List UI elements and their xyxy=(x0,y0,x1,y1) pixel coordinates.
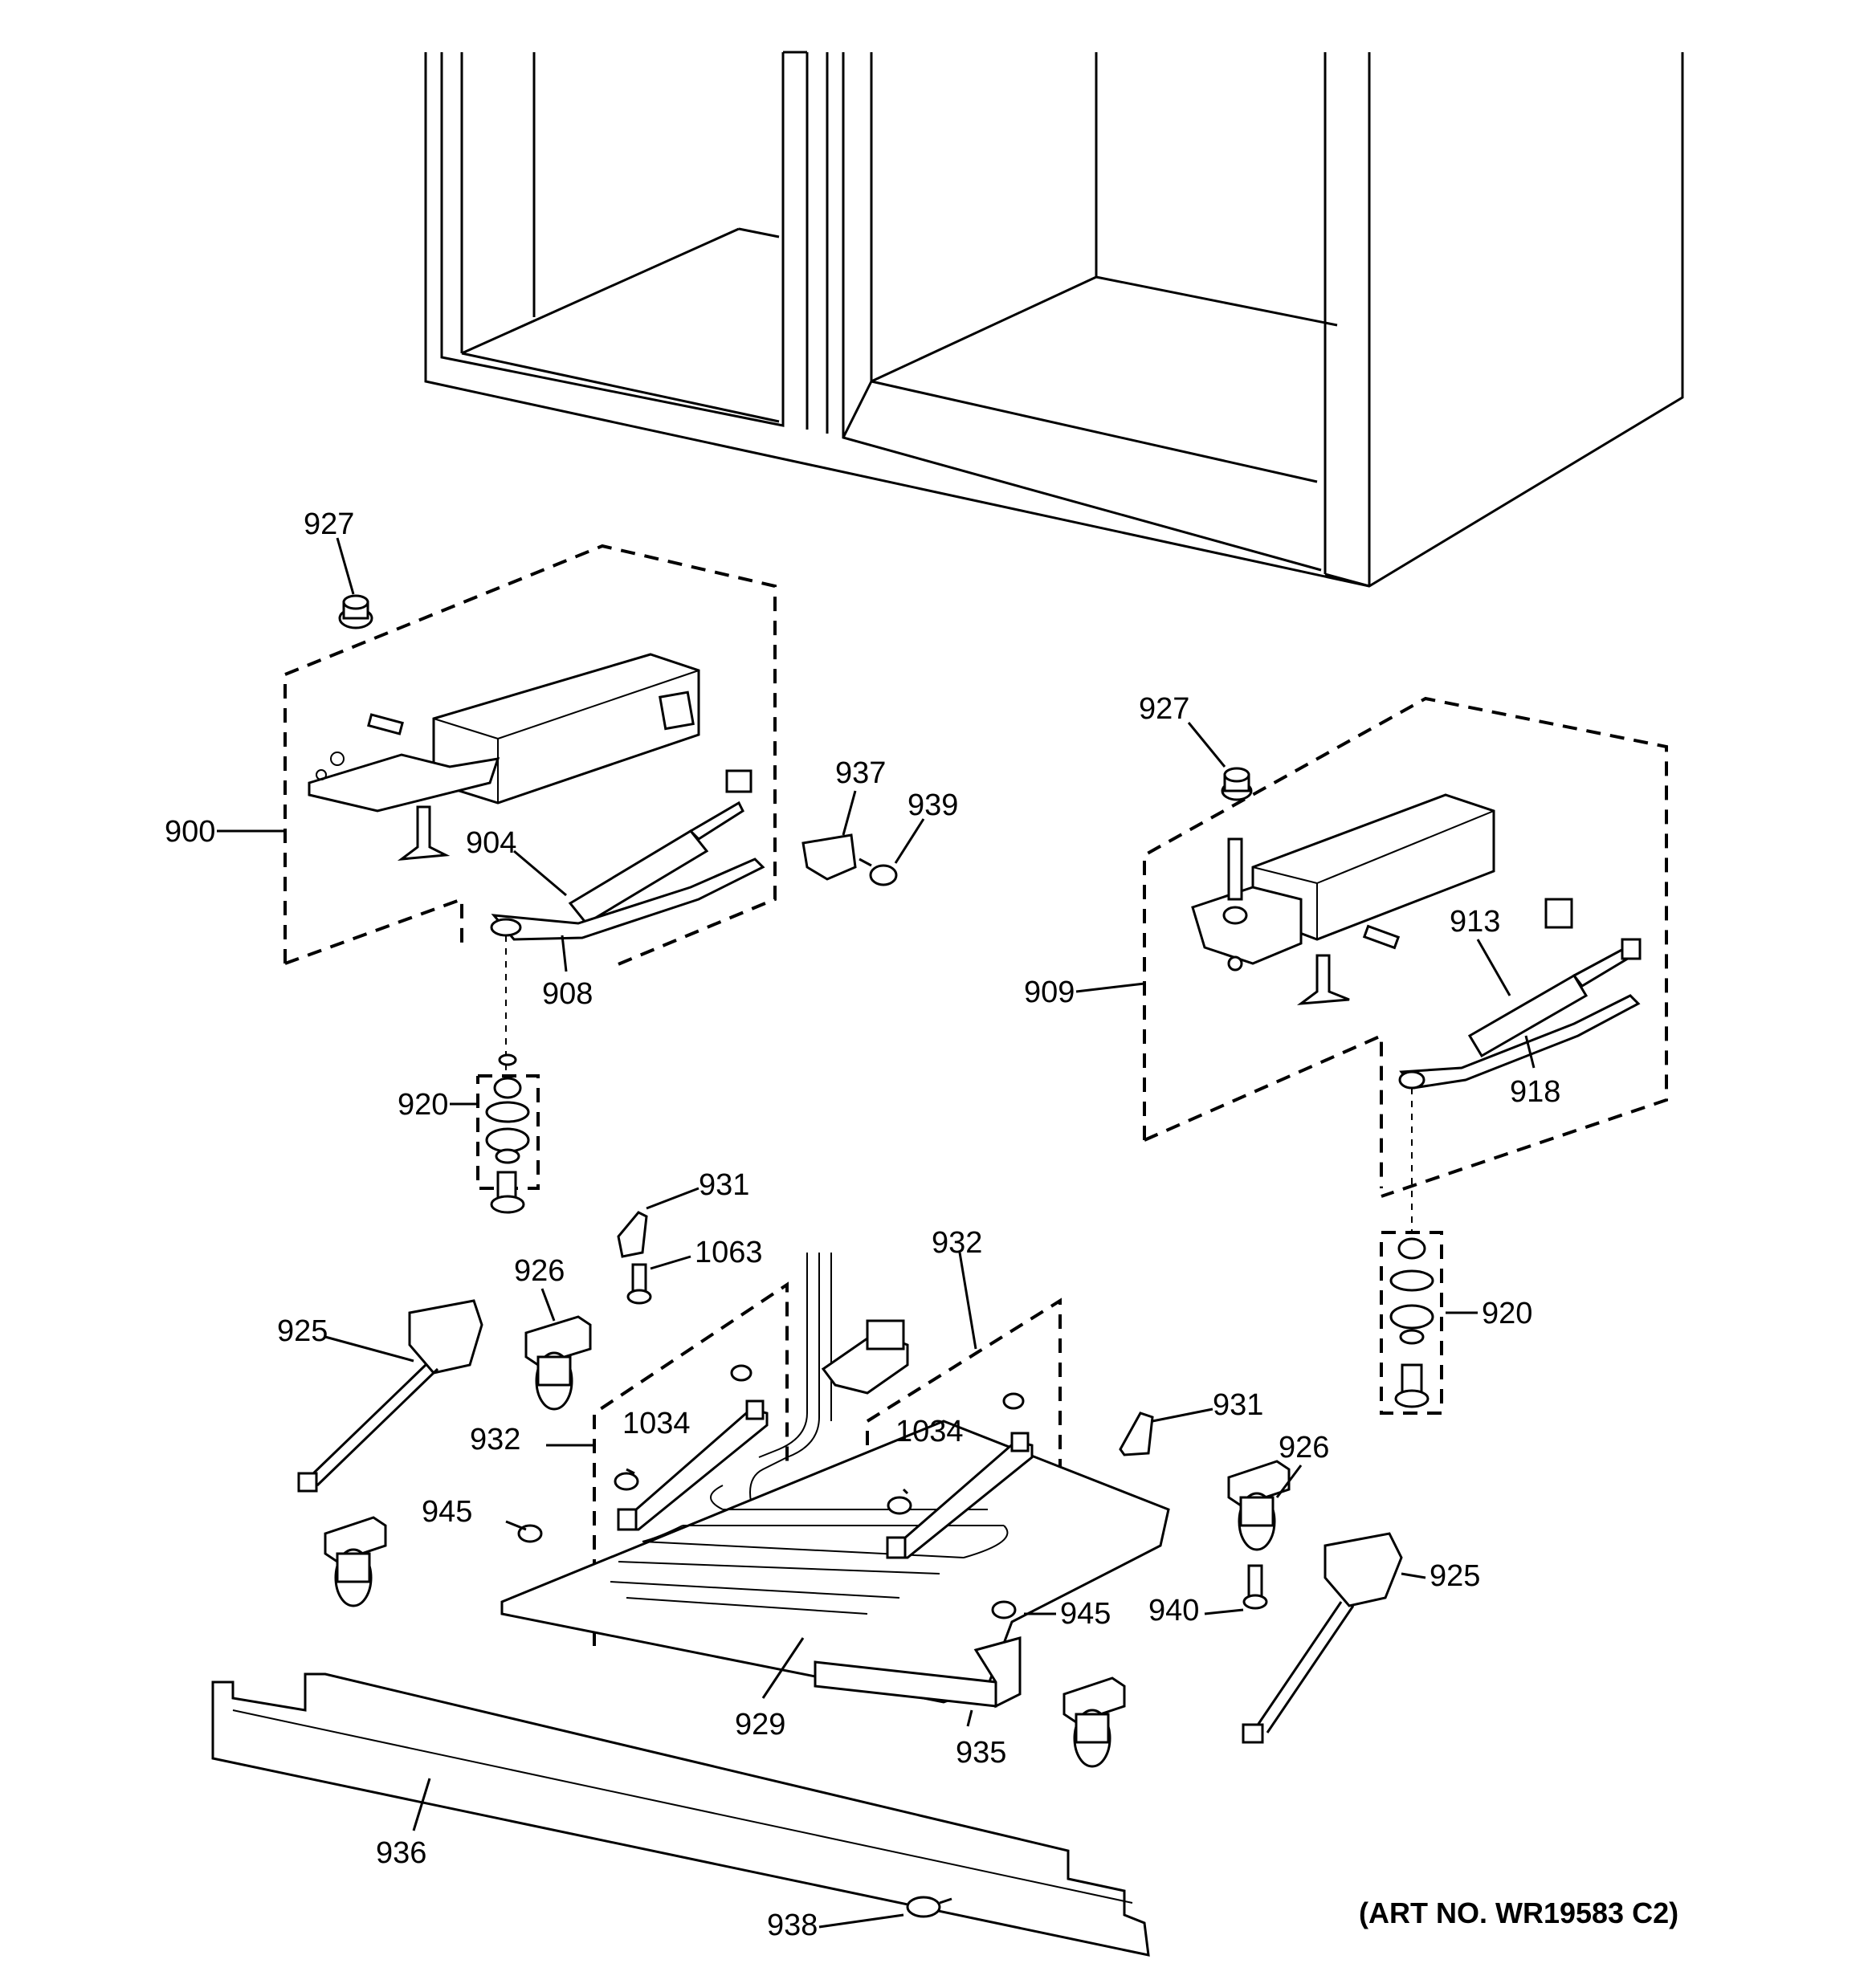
callout-940: 940 xyxy=(1148,1594,1199,1627)
callout-927-left: 927 xyxy=(304,507,354,541)
link-908 xyxy=(490,858,765,941)
callout-927-right: 927 xyxy=(1139,692,1189,726)
callout-900: 900 xyxy=(165,815,215,849)
front-trim-935 xyxy=(814,1636,1022,1709)
callout-931-right: 931 xyxy=(1213,1388,1263,1422)
callout-913: 913 xyxy=(1450,905,1500,939)
cap-927-right xyxy=(1221,767,1253,801)
callout-932-right: 932 xyxy=(470,1423,520,1456)
callout-939: 939 xyxy=(907,788,958,822)
kick-plate-936 xyxy=(211,1672,1150,1957)
callout-920-left: 920 xyxy=(398,1088,448,1122)
callout-932-left: 932 xyxy=(932,1226,982,1260)
cap-927-left xyxy=(338,594,373,629)
screw-939 xyxy=(859,858,898,886)
screw-1063 xyxy=(626,1263,652,1305)
callout-935: 935 xyxy=(956,1736,1006,1770)
callout-938: 938 xyxy=(767,1909,818,1942)
leveling-leg-925-left xyxy=(297,1299,483,1493)
callout-918: 918 xyxy=(1510,1075,1560,1109)
screw-938 xyxy=(906,1896,952,1918)
drain-pan-929 xyxy=(500,1420,1170,1704)
hardware-stack-920-left xyxy=(476,1053,540,1214)
rail-1034-right xyxy=(886,1432,1034,1559)
callout-1034-right: 1034 xyxy=(895,1415,964,1448)
clip-931-right xyxy=(1119,1412,1154,1456)
callout-908: 908 xyxy=(542,977,593,1011)
callout-945-right: 945 xyxy=(1060,1597,1111,1631)
callout-945-left: 945 xyxy=(422,1495,472,1529)
clip-931-left xyxy=(617,1211,648,1258)
callout-926-left: 926 xyxy=(514,1254,565,1288)
center-bracket xyxy=(821,1319,909,1395)
callout-937: 937 xyxy=(835,756,886,790)
strut-904 xyxy=(568,691,753,925)
caster-926-left-front xyxy=(324,1516,387,1607)
bracket-937 xyxy=(801,833,857,881)
left-hinge-assembly xyxy=(283,544,777,969)
refrigerator-cabinet xyxy=(424,51,1684,588)
leveling-leg-925-right xyxy=(1242,1532,1403,1744)
hardware-stack-920-right xyxy=(1380,1231,1443,1415)
region-932-left xyxy=(593,1281,789,1646)
leader-lines xyxy=(217,537,1536,1929)
callout-920-right: 920 xyxy=(1482,1297,1532,1330)
strut-913 xyxy=(1467,898,1642,1058)
link-918 xyxy=(1398,994,1641,1090)
callout-1063: 1063 xyxy=(695,1236,763,1269)
callout-926-right: 926 xyxy=(1279,1431,1329,1465)
callout-931-left: 931 xyxy=(699,1168,749,1202)
callout-925-left: 925 xyxy=(277,1314,328,1348)
caster-926-right-rear xyxy=(1227,1460,1291,1551)
caster-926-left-rear xyxy=(524,1315,592,1411)
callout-labels: 927 927 900 904 908 937 939 909 913 918 … xyxy=(165,507,1678,1942)
rail-1034-left xyxy=(617,1399,769,1531)
callout-936: 936 xyxy=(376,1836,426,1870)
caster-926-right-front xyxy=(1062,1676,1126,1768)
tubing xyxy=(749,1253,832,1502)
art-number: (ART NO. WR19583 C2) xyxy=(1359,1896,1678,1929)
right-hinge-assembly xyxy=(1143,696,1668,1198)
callout-929: 929 xyxy=(735,1708,785,1742)
callout-1034-left: 1034 xyxy=(622,1407,691,1440)
callout-925-right: 925 xyxy=(1430,1559,1480,1593)
grommets xyxy=(517,1364,1025,1619)
callout-904: 904 xyxy=(466,826,516,860)
callout-909: 909 xyxy=(1024,976,1075,1009)
screw-940 xyxy=(1242,1564,1268,1610)
